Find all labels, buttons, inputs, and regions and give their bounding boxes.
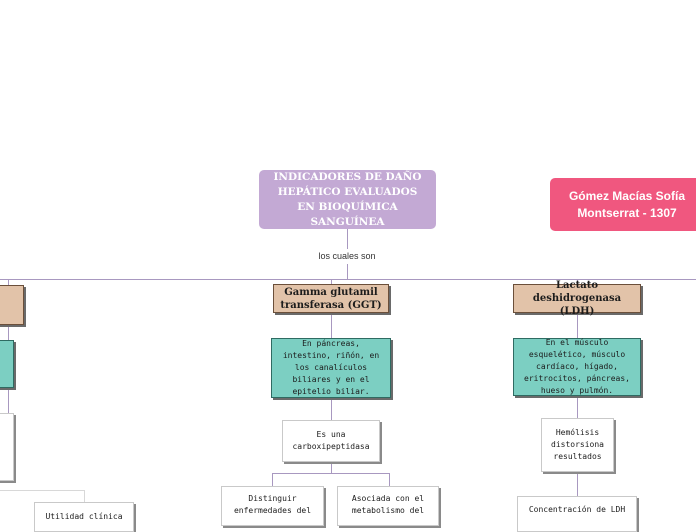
ldh-vertical-1 — [577, 312, 578, 338]
ggt-carboxypeptidase[interactable]: Es una carboxipeptidasa — [282, 420, 380, 462]
ggt-branch-connector — [331, 279, 332, 285]
ggt-location[interactable]: En páncreas, intestino, riñón, en los ca… — [271, 338, 391, 398]
ggt-vertical-2 — [331, 398, 332, 420]
ldh-vertical-2 — [577, 396, 578, 418]
ggt-metabolism[interactable]: Asociada con el metabolismo del — [337, 486, 439, 526]
left-branch-detail[interactable] — [0, 413, 14, 481]
ldh-hemolysis-text: Hemólisis distorsiona resultados — [551, 428, 604, 461]
ggt-split-left — [272, 473, 273, 486]
left-branch-location[interactable] — [0, 340, 14, 388]
ggt-vertical-3 — [331, 462, 332, 473]
ldh-concentration[interactable]: Concentración de LDH — [517, 496, 637, 532]
ldh-title-text: Lactato deshidrogenasa (LDH) — [532, 280, 622, 317]
central-topic-text: INDICADORES DE DAÑO HEPÁTICO EVALUADOS E… — [273, 170, 422, 228]
left-branch-title[interactable] — [0, 285, 24, 325]
author-text: Gómez Macías Sofía Montserrat - 1307 — [568, 188, 686, 220]
ggt-distinguish-text: Distinguir enfermedades del — [233, 494, 312, 515]
ggt-title-text: Gamma glutamil transferasa (GGT) — [280, 286, 382, 311]
ggt-vertical-1 — [331, 312, 332, 338]
ldh-title[interactable]: Lactato deshidrogenasa (LDH) — [513, 280, 641, 317]
left-split-drop — [84, 490, 85, 502]
ldh-hemolysis[interactable]: Hemólisis distorsiona resultados — [541, 418, 614, 472]
ldh-location-text: En el músculo esquelético, músculo cardí… — [524, 338, 630, 395]
ggt-metabolism-text: Asociada con el metabolismo del — [351, 494, 425, 515]
left-vertical-1 — [8, 325, 9, 340]
ggt-location-text: En páncreas, intestino, riñón, en los ca… — [282, 339, 380, 396]
ggt-title[interactable]: Gamma glutamil transferasa (GGT) — [273, 284, 389, 313]
central-topic[interactable]: INDICADORES DE DAÑO HEPÁTICO EVALUADOS E… — [259, 170, 436, 229]
left-branch-clinical-utility[interactable]: Utilidad clínica — [34, 502, 134, 532]
left-branch-connector — [8, 279, 9, 285]
ggt-carboxypeptidase-text: Es una carboxipeptidasa — [292, 430, 370, 451]
ggt-split-right — [389, 473, 390, 486]
ldh-location[interactable]: En el músculo esquelético, músculo cardí… — [513, 338, 641, 396]
author-box[interactable]: Gómez Macías Sofía Montserrat - 1307 — [550, 178, 696, 231]
left-vertical-2 — [8, 388, 9, 413]
title-connector — [347, 229, 348, 249]
ldh-concentration-text: Concentración de LDH — [528, 505, 626, 514]
ldh-branch-connector — [577, 279, 578, 285]
left-branch-clinical-utility-text: Utilidad clínica — [45, 512, 123, 521]
ggt-distinguish[interactable]: Distinguir enfermedades del — [221, 486, 324, 526]
main-horizontal-line — [0, 279, 696, 280]
connector-label: los cuales son — [318, 251, 376, 261]
left-split-line — [0, 490, 84, 491]
ldh-vertical-3 — [577, 472, 578, 496]
label-connector — [347, 264, 348, 279]
ggt-split-line — [272, 473, 389, 474]
